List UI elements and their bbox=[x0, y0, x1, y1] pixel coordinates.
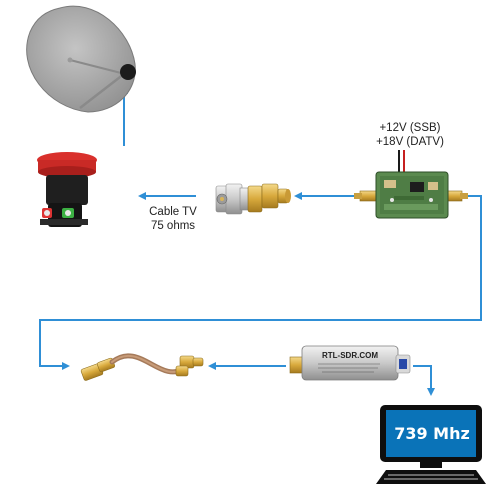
arrow-loop-to-pigtail bbox=[39, 195, 482, 370]
cable-tv-line-1: Cable TV bbox=[149, 206, 197, 218]
cable-tv-label: Cable TV 75 ohms bbox=[138, 205, 208, 233]
rtl-sdr-brand-text: RTL-SDR.COM bbox=[322, 351, 378, 360]
signal-path bbox=[39, 86, 482, 396]
computer-monitor-icon bbox=[376, 405, 486, 484]
f-to-sma-adapter-icon bbox=[215, 183, 291, 215]
frequency-display-text: 739 Mhz bbox=[394, 424, 470, 443]
sma-pigtail-cable-icon bbox=[80, 353, 204, 381]
satellite-dish-icon bbox=[26, 5, 136, 113]
rtl-sdr-dongle-icon: RTL-SDR.COM bbox=[289, 345, 411, 381]
arrow-rtlsdr-to-monitor bbox=[413, 365, 435, 396]
power-line-2: +18V (DATV) bbox=[376, 136, 444, 148]
cable-tv-line-2: 75 ohms bbox=[150, 220, 196, 232]
bias-tee-board-icon bbox=[354, 150, 468, 219]
power-supply-label: +12V (SSB) +18V (DATV) bbox=[360, 121, 460, 149]
power-line-1: +12V (SSB) bbox=[379, 122, 441, 134]
lnb-icon bbox=[37, 152, 97, 227]
